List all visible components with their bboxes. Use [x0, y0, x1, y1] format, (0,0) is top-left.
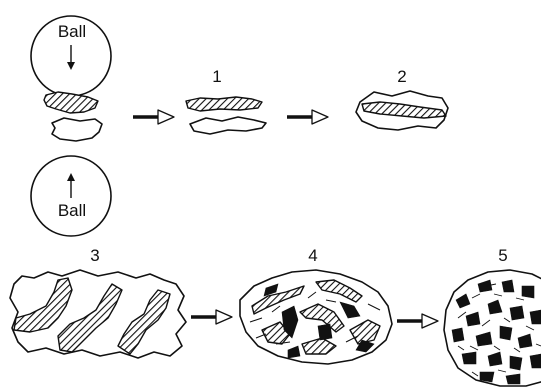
- step-3-label: 3: [90, 246, 99, 265]
- step-2-welded-particle: [356, 91, 448, 130]
- fine-dark-phase: [530, 310, 541, 324]
- fine-dark-phase: [502, 280, 514, 292]
- step-5-label: 5: [498, 246, 507, 265]
- initial-powder-particles: [44, 92, 102, 141]
- fine-dark-phase: [500, 326, 512, 340]
- fine-dark-phase: [480, 372, 494, 382]
- fine-dark-phase: [462, 352, 476, 364]
- bottom-ball-label: Ball: [58, 201, 86, 220]
- step-4-refined-particle: [240, 270, 392, 364]
- top-ball: Ball: [31, 16, 111, 96]
- fine-dark-phase: [530, 354, 541, 368]
- top-ball-label: Ball: [58, 22, 86, 41]
- plain-particle: [52, 118, 102, 141]
- fine-dark-phase: [510, 306, 524, 320]
- arrow-to-step-2: [287, 110, 328, 124]
- flattened-plain-layer: [190, 117, 266, 134]
- fine-dark-phase: [510, 356, 522, 370]
- step-2-label: 2: [397, 67, 406, 86]
- step-4-label: 4: [308, 246, 317, 265]
- hatched-particle: [44, 92, 98, 113]
- fine-dark-phase: [522, 286, 534, 298]
- bottom-ball: Ball: [31, 156, 111, 236]
- arrow-to-step-5: [397, 314, 438, 328]
- fine-dark-phase: [506, 374, 520, 384]
- refined-dark-phase: [318, 324, 332, 340]
- step-5-homogeneous-particle: [444, 270, 541, 386]
- step-1-label: 1: [212, 67, 221, 86]
- fine-dark-phase: [452, 328, 464, 342]
- step-1-flattened-particles: [186, 97, 266, 134]
- arrow-to-step-1: [133, 110, 174, 124]
- arrow-to-step-4: [191, 310, 232, 324]
- flattened-hatched-layer: [186, 97, 262, 111]
- step-3-lamellar-particle: [10, 270, 186, 358]
